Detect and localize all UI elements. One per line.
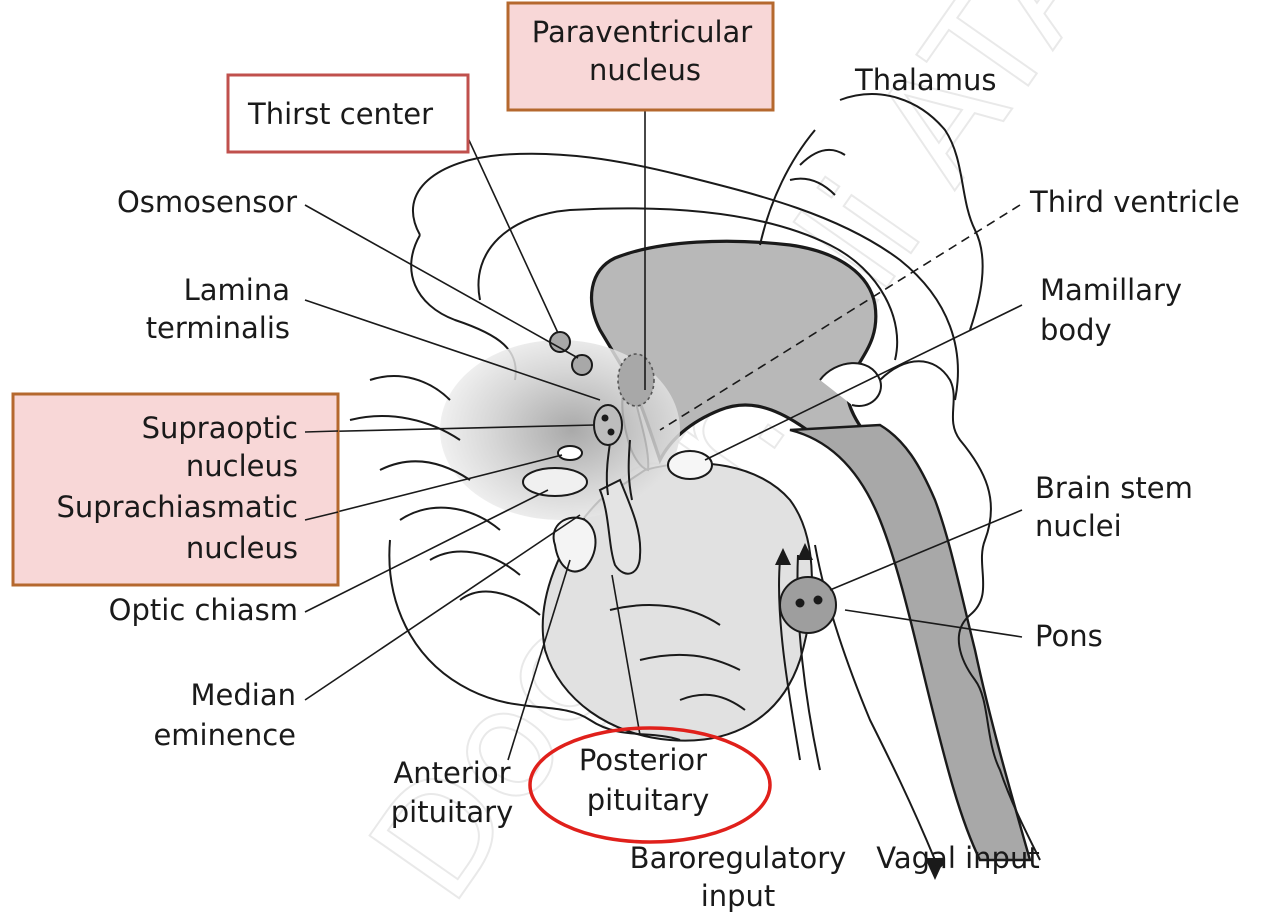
label-thirst-center: Thirst center bbox=[247, 97, 433, 131]
label-anterior-line2: pituitary bbox=[391, 795, 514, 829]
supraoptic-dot-1 bbox=[602, 415, 609, 422]
thirst-center-nucleus bbox=[550, 332, 570, 352]
mamillary-body-shape bbox=[668, 451, 712, 479]
label-posterior-line2: pituitary bbox=[587, 783, 710, 817]
label-thalamus: Thalamus bbox=[854, 63, 996, 97]
label-median-line1: Median bbox=[191, 678, 296, 712]
label-supraoptic-line2: nucleus bbox=[186, 449, 298, 483]
label-suprachiasmatic-line1: Suprachiasmatic bbox=[56, 490, 298, 524]
label-lamina-line2: terminalis bbox=[146, 311, 290, 345]
label-lamina-line1: Lamina bbox=[184, 273, 290, 307]
paraventricular-nucleus-shape bbox=[618, 354, 654, 406]
label-mamillary-line1: Mamillary bbox=[1040, 273, 1182, 307]
label-third-ventricle: Third ventricle bbox=[1029, 185, 1240, 219]
suprachiasmatic-nucleus-shape bbox=[558, 446, 582, 460]
supraoptic-nucleus-shape bbox=[594, 405, 622, 445]
label-paraventricular-line1: Paraventricular bbox=[532, 15, 753, 49]
label-supraoptic-line1: Supraoptic bbox=[142, 411, 298, 445]
nucleus-dot-2 bbox=[814, 596, 823, 605]
label-optic-chiasm: Optic chiasm bbox=[109, 593, 298, 627]
osmosensor-nucleus bbox=[572, 355, 592, 375]
label-posterior-line1: Posterior bbox=[579, 743, 707, 777]
label-anterior-line1: Anterior bbox=[393, 756, 510, 790]
label-mamillary-line2: body bbox=[1040, 313, 1112, 347]
label-brainstem-line2: nuclei bbox=[1035, 509, 1122, 543]
optic-chiasm-shape bbox=[523, 468, 587, 496]
nucleus-dot-1 bbox=[796, 599, 805, 608]
label-suprachiasmatic-line2: nucleus bbox=[186, 531, 298, 565]
label-paraventricular-line2: nucleus bbox=[589, 53, 701, 87]
label-vagal-input: Vagal input bbox=[876, 841, 1039, 875]
brainstem-nucleus bbox=[780, 577, 836, 633]
label-osmosensor: Osmosensor bbox=[117, 185, 297, 219]
supraoptic-dot-2 bbox=[608, 429, 615, 436]
brainstem-band bbox=[790, 425, 1030, 860]
label-brainstem-line1: Brain stem bbox=[1035, 471, 1193, 505]
label-baroregulatory-line2: input bbox=[701, 879, 776, 913]
label-pons: Pons bbox=[1035, 619, 1103, 653]
label-median-line2: eminence bbox=[153, 718, 296, 752]
label-baroregulatory-line1: Baroregulatory bbox=[630, 841, 847, 875]
